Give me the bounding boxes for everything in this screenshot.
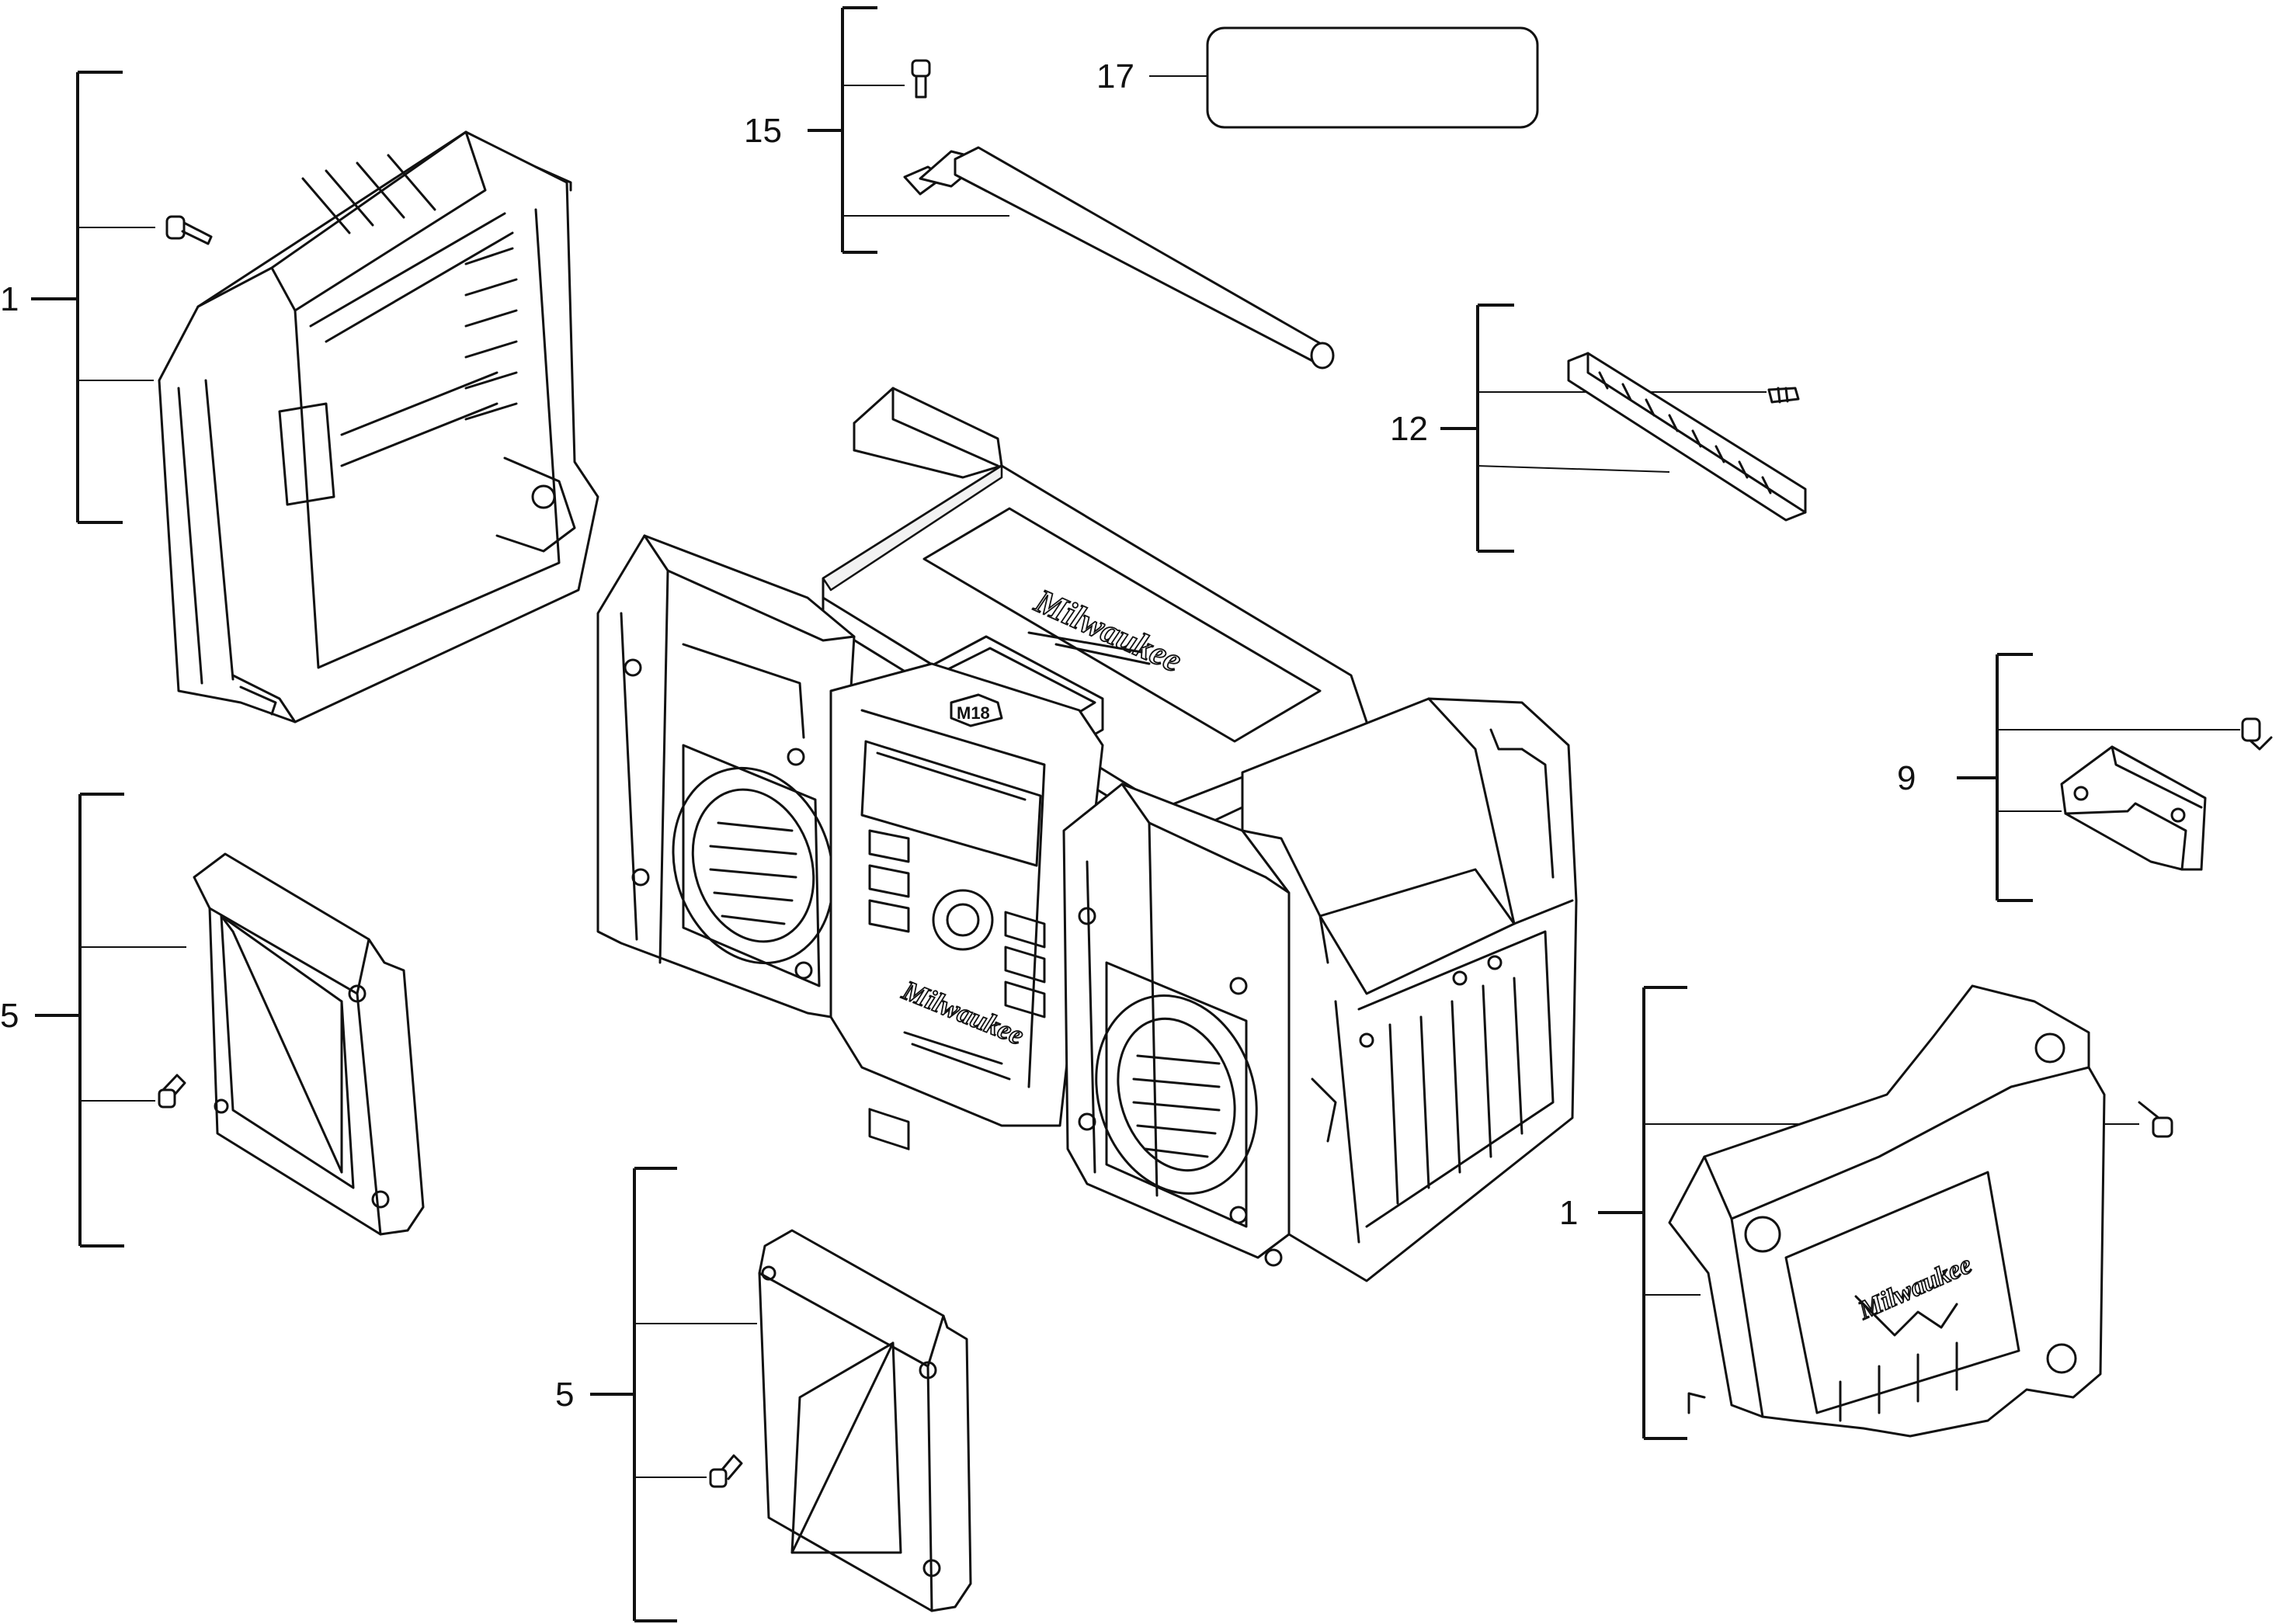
callout-1-left: 1: [0, 280, 19, 318]
callout-group-15: 15: [744, 6, 1009, 254]
callout-5-bottom: 5: [555, 1376, 574, 1414]
antenna-part-15: [903, 146, 1335, 370]
screw-part-9: [2241, 717, 2273, 751]
bracket-5-bottom: [590, 1167, 677, 1622]
bracket-5-left: [35, 793, 124, 1247]
end-cover-left: [158, 130, 599, 724]
callout-1-right: 1: [1559, 1194, 1578, 1232]
screw-part-1-left: [165, 215, 213, 245]
callout-group-1-left: 1: [0, 71, 155, 524]
callout-group-5-left: 5: [0, 793, 186, 1247]
screw-part-5-bottom: [709, 1454, 743, 1488]
bracket-1-left: [31, 71, 123, 524]
callout-5-left: 5: [0, 997, 19, 1035]
screw-part-12: [1767, 387, 1800, 404]
screw-part-1-right: [2138, 1101, 2173, 1138]
leader-12-grille: [1477, 465, 1670, 473]
screw-part-5-left: [158, 1074, 186, 1109]
bracket-12: [1440, 304, 1514, 553]
callout-group-12: 12: [1390, 304, 1767, 553]
mount-bracket-part-9: [2060, 745, 2207, 871]
radio-main-body: Milwaukee M18 Milwaukee: [596, 387, 1578, 1282]
grille-strip-part-12: [1567, 352, 1807, 522]
callout-9: 9: [1897, 759, 1916, 797]
label-plate-17: [1206, 26, 1539, 129]
speaker-cover-bottom: [758, 1229, 972, 1612]
callout-12: 12: [1390, 410, 1428, 448]
callout-15: 15: [744, 112, 782, 150]
bracket-15: [808, 6, 877, 254]
callout-group-5-bottom: 5: [555, 1167, 757, 1622]
callout-group-9: 9: [1897, 653, 2240, 902]
screw-part-15: [911, 59, 931, 99]
speaker-cover-left: [193, 852, 425, 1236]
bracket-1-right: [1598, 986, 1687, 1440]
callout-group-17: 17: [1096, 26, 1539, 129]
callout-17: 17: [1096, 57, 1134, 95]
end-cover-right: Milwaukee: [1668, 984, 2106, 1438]
battery-badge: M18: [957, 703, 990, 723]
bracket-9: [1957, 653, 2033, 902]
